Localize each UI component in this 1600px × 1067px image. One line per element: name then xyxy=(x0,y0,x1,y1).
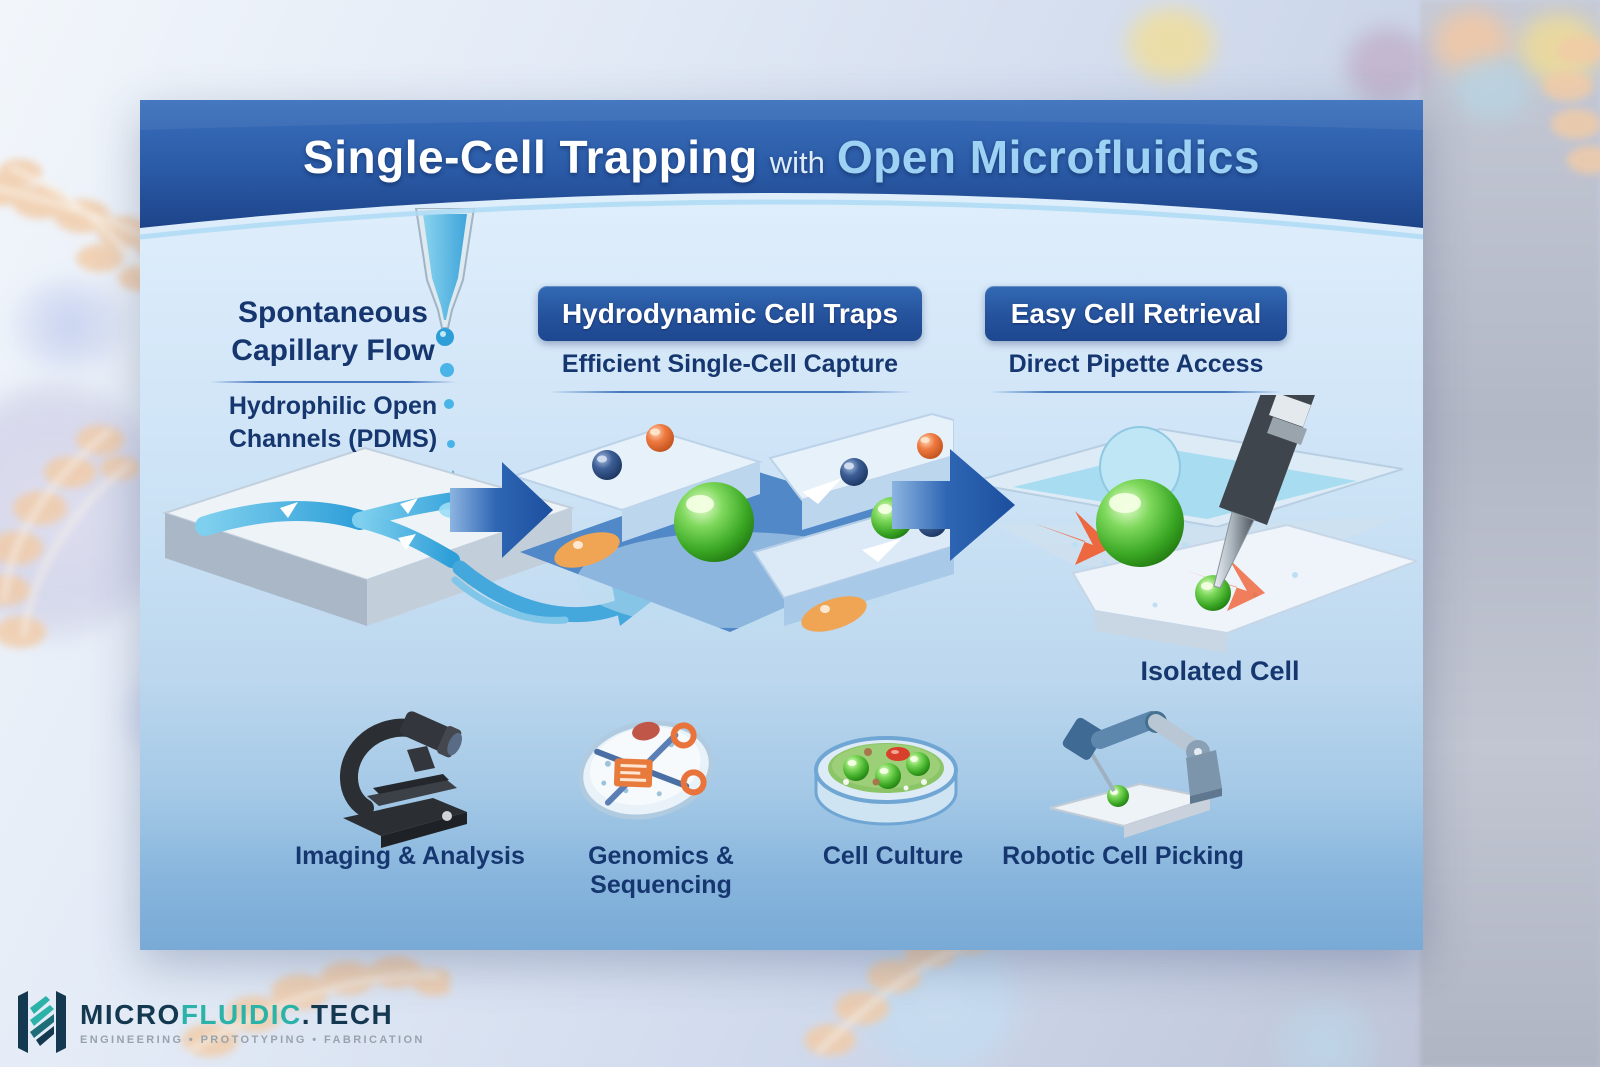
panel3-title: Easy Cell Retrieval xyxy=(1010,297,1262,329)
petri-dish-icon xyxy=(814,736,958,826)
cell-retrieval-illustration xyxy=(968,395,1417,653)
logo-tech: .TECH xyxy=(301,998,394,1030)
panel2-divider xyxy=(548,391,912,393)
chip-icon xyxy=(613,758,653,788)
dna-strand-decoration xyxy=(182,956,450,1057)
panel2-header-box: Hydrodynamic Cell Traps xyxy=(538,286,922,341)
title-connector: with xyxy=(769,145,825,180)
infographic-card: Single-Cell Trapping with Open Microfluidi… xyxy=(140,100,1423,950)
isolated-cell-label: Isolated Cell xyxy=(1140,656,1300,686)
background-cell-blob xyxy=(1125,8,1217,80)
logo-micro: MICRO xyxy=(80,998,181,1030)
panel1-subtitle: Hydrophilic Open Channels (PDMS) xyxy=(228,392,438,453)
application-label: Cell Culture xyxy=(822,842,964,870)
microfluidic-logo-icon xyxy=(18,991,66,1053)
logo-tagline: ENGINEERING • PROTOTYPING • FABRICATION xyxy=(80,1033,425,1046)
step-arrow-icon xyxy=(892,449,1015,561)
step-arrow-icon xyxy=(450,462,553,558)
cell-traps-illustration xyxy=(510,412,954,632)
title-accent: Open Microfluidics xyxy=(836,131,1260,183)
dna-strand-decoration xyxy=(1543,36,1600,174)
panel3-subtitle: Direct Pipette Access xyxy=(1008,350,1264,378)
panel2-title: Hydrodynamic Cell Traps xyxy=(561,297,899,329)
microscope-icon xyxy=(340,711,467,848)
background-cell-blob xyxy=(1270,1000,1380,1067)
application-label: Robotic Cell Picking xyxy=(1002,842,1244,870)
pipette-tip-icon xyxy=(1213,395,1315,589)
title-main: Single-Cell Trapping xyxy=(303,131,758,183)
logo-fluidic: FLUIDIC xyxy=(180,998,302,1030)
background-cell-blob xyxy=(1345,28,1431,102)
retrieval-arrow-icon xyxy=(1033,511,1265,611)
application-label: Genomics & Sequencing xyxy=(588,842,734,899)
panel1-title: Spontaneous Capillary Flow xyxy=(231,296,435,368)
footer-logo: MICROFLUIDIC.TECH ENGINEERING • PROTOTYP… xyxy=(16,988,425,1056)
robotic-arm-icon xyxy=(1049,711,1222,838)
title-banner xyxy=(140,100,1423,240)
retrieval-chip-icon xyxy=(968,426,1417,653)
panel2-subtitle: Efficient Single-Cell Capture xyxy=(561,350,899,378)
background-cell-blob xyxy=(1452,58,1532,120)
pipette-icon xyxy=(414,208,476,346)
genomics-dish-icon xyxy=(578,720,714,820)
background-gray-band xyxy=(1420,0,1600,1067)
panel3-divider xyxy=(990,391,1282,393)
logo-text: MICROFLUIDIC.TECH ENGINEERING • PROTOTYP… xyxy=(80,999,425,1046)
trapped-cell-icon xyxy=(554,532,867,632)
application-label: Imaging & Analysis xyxy=(295,842,525,870)
page-title: Single-Cell Trapping with Open Microfluidi… xyxy=(140,130,1423,184)
dna-strand-decoration xyxy=(0,425,140,648)
panel3-header-box: Easy Cell Retrieval xyxy=(985,286,1287,341)
panel1-divider xyxy=(210,381,456,383)
background-cell-blob xyxy=(10,280,130,370)
cell-sphere-icon xyxy=(843,752,930,789)
